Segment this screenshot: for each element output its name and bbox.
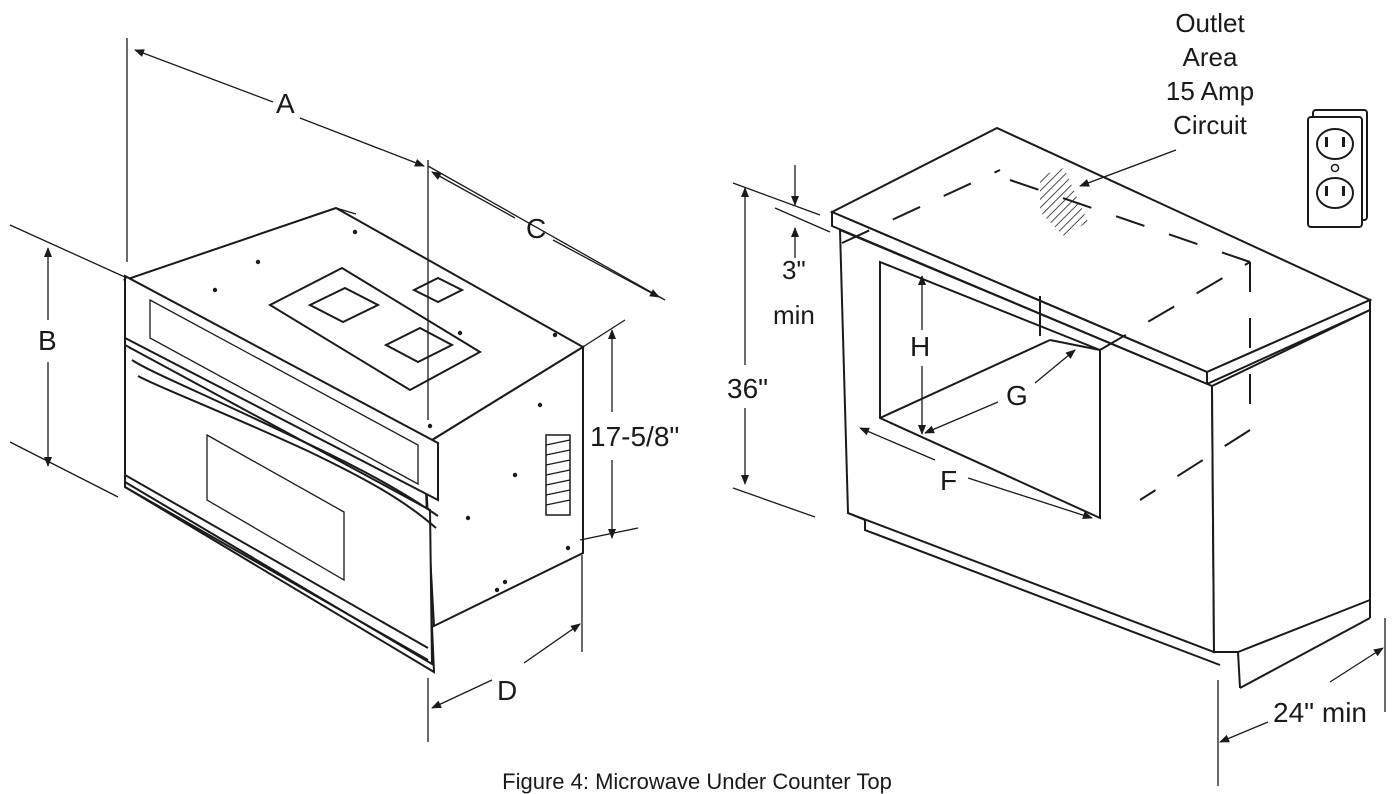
dimension-d-label: D xyxy=(497,675,517,706)
dimension-a-label: A xyxy=(276,88,295,119)
top-vent-3 xyxy=(411,276,465,304)
door-handle xyxy=(131,359,439,517)
wall-outlet-icon xyxy=(1307,109,1368,228)
cabinet-side xyxy=(1210,308,1371,653)
top-vent-1 xyxy=(307,286,381,324)
clearance-value-label: 3" xyxy=(782,255,806,285)
cabinet-dimensions xyxy=(732,149,1386,786)
outlet-area-hatch xyxy=(1040,168,1088,236)
outlet-note-line-4: Circuit xyxy=(1173,110,1247,140)
control-panel xyxy=(124,274,439,502)
cabinet-drawing xyxy=(829,126,1373,689)
counter-height-label: 36" xyxy=(727,373,768,404)
top-vent-2 xyxy=(383,326,455,364)
outlet-note-line-2: Area xyxy=(1183,42,1238,72)
hidden-edge xyxy=(841,169,1001,244)
microwave-dimensions xyxy=(9,38,666,742)
door-window xyxy=(206,433,345,582)
height-label: 17-5/8" xyxy=(590,421,679,452)
side-vents xyxy=(545,434,571,516)
microwave-opening xyxy=(879,260,1101,520)
dimension-b-label: B xyxy=(38,325,57,356)
figure-caption: Figure 4: Microwave Under Counter Top xyxy=(502,769,892,794)
outlet-note-line-3: 15 Amp xyxy=(1166,76,1254,106)
dimension-c-label: C xyxy=(526,213,546,244)
dimension-h-label: H xyxy=(910,331,930,362)
screw-dots xyxy=(212,229,571,593)
depth-label: 24" min xyxy=(1273,697,1367,728)
dimension-f-label: F xyxy=(940,465,957,496)
dimension-g-label: G xyxy=(1006,380,1028,411)
clearance-unit-label: min xyxy=(773,300,815,330)
microwave-drawing xyxy=(122,206,585,674)
microwave-door xyxy=(124,343,434,666)
outlet-note-line-1: Outlet xyxy=(1175,8,1245,38)
outlet-note: Outlet Area 15 Amp Circuit xyxy=(1166,8,1254,140)
